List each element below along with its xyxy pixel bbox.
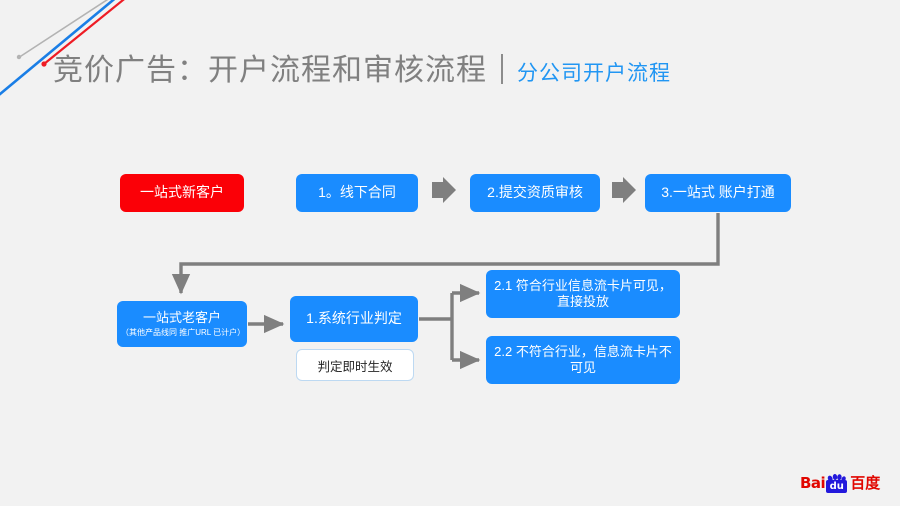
flow-node-new-customer-label: 一站式新客户 (140, 184, 224, 201)
page-title: 竞价广告：开户流程和审核流程 分公司开户流程 (53, 50, 671, 86)
flow-node-step-2[interactable]: 2.提交资质审核 (470, 174, 600, 212)
baidu-logo-bai: Bai (800, 473, 826, 492)
flow-node-step-3[interactable]: 3.一站式 账户打通 (645, 174, 791, 212)
flow-node-result-1[interactable]: 2.1 符合行业信息流卡片可见，直接投放 (486, 270, 680, 318)
flow-node-old-customer[interactable]: 一站式老客户 （其他产品线同 推广URL 已计户） (117, 301, 247, 347)
flow-node-old-customer-label: 一站式老客户 (142, 310, 221, 326)
flow-note-instant-effect[interactable]: 判定即时生效 (296, 349, 414, 381)
flow-node-step-1-label: 1。线下合同 (318, 184, 396, 201)
baidu-logo: Bai du 百度 (800, 473, 880, 493)
flow-node-judge-label: 1.系统行业判定 (306, 310, 402, 327)
baidu-logo-cn: 百度 (850, 473, 881, 492)
flow-node-judge[interactable]: 1.系统行业判定 (290, 296, 418, 342)
flow-node-step-1[interactable]: 1。线下合同 (296, 174, 418, 212)
flow-node-old-customer-sublabel: （其他产品线同 推广URL 已计户） (121, 328, 246, 338)
block-arrow-step2-step3 (612, 177, 636, 203)
flow-node-new-customer[interactable]: 一站式新客户 (120, 174, 244, 212)
page-title-sub: 分公司开户流程 (517, 62, 671, 85)
flow-node-step-3-label: 3.一站式 账户打通 (661, 184, 775, 201)
baidu-logo-du: du (826, 479, 848, 493)
title-divider (501, 54, 503, 84)
deco-dot-red (41, 61, 47, 67)
baidu-logo-du-mark: du (826, 473, 848, 493)
flow-note-instant-effect-label: 判定即时生效 (317, 359, 393, 374)
flow-node-result-2-label: 2.2 不符合行业，信息流卡片不可见 (494, 343, 672, 375)
flow-node-step-2-label: 2.提交资质审核 (487, 184, 583, 201)
deco-dot-gray (16, 54, 22, 60)
block-arrow-step1-step2 (432, 177, 456, 203)
flow-node-result-1-label: 2.1 符合行业信息流卡片可见，直接投放 (494, 277, 672, 309)
page-title-main: 竞价广告：开户流程和审核流程 (53, 54, 487, 87)
flow-node-result-2[interactable]: 2.2 不符合行业，信息流卡片不可见 (486, 336, 680, 384)
